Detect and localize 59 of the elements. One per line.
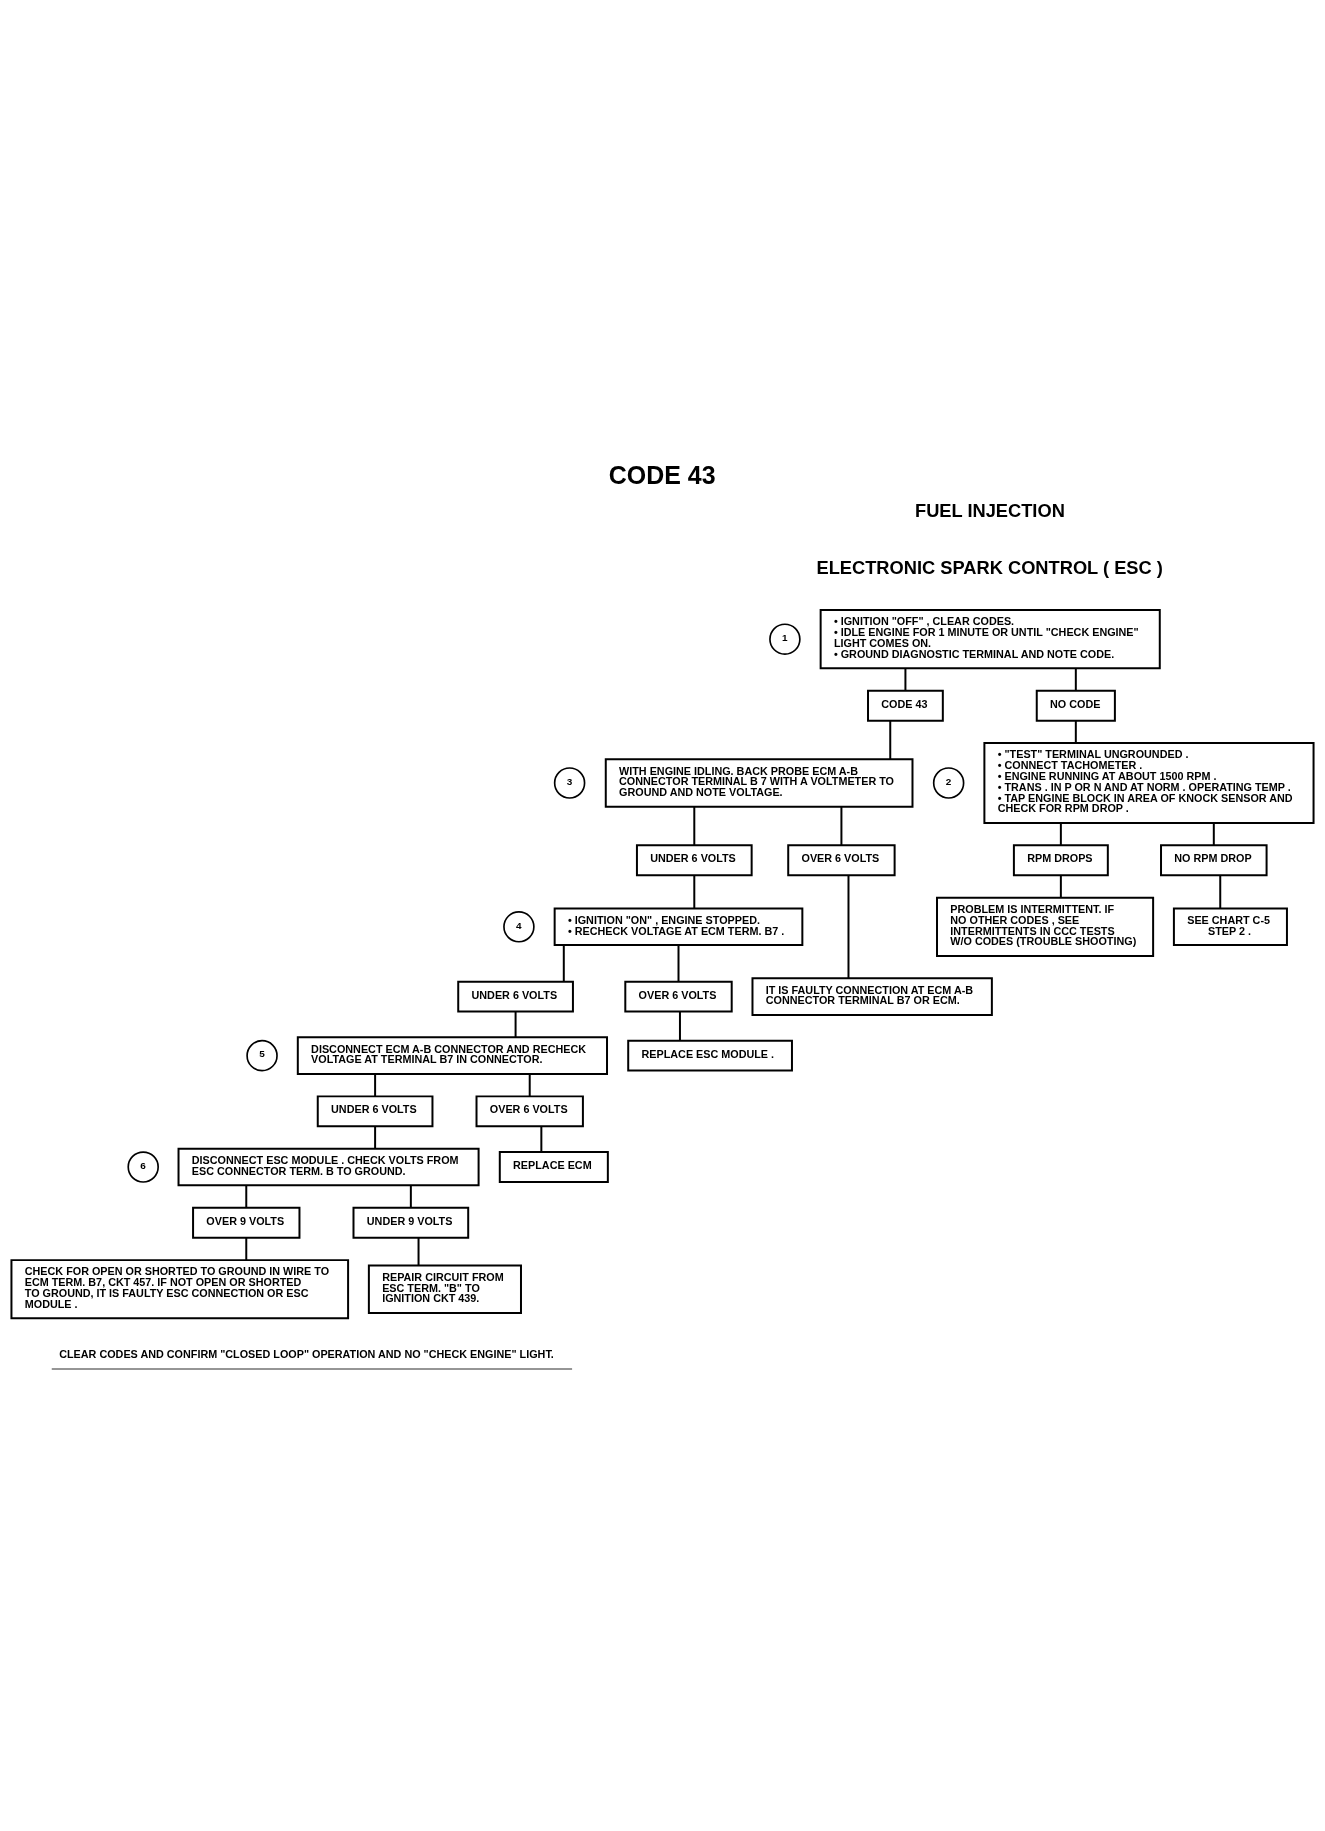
connector [904, 667, 907, 692]
node-box: UNDER 9 VOLTS [352, 1206, 470, 1239]
node-box: SEE CHART C-5 STEP 2 . [1172, 907, 1288, 946]
node-box: DISCONNECT ESC MODULE . CHECK VOLTS FROM ESC CONNECTOR TERM. B TO GROUND. [177, 1147, 480, 1186]
connector [374, 1072, 377, 1097]
node-box: OVER 6 VOLTS [787, 843, 896, 876]
node-label: 1 [781, 631, 788, 643]
label: FUEL INJECTION [914, 499, 1065, 521]
node-box: IT IS FAULTY CONNECTION AT ECM A-B CONNECTOR TERMINAL B7 OR ECM. [751, 976, 993, 1016]
connector [889, 719, 892, 760]
node-box: OVER 6 VOLTS [624, 980, 733, 1013]
node-box: RPM DROPS [1012, 843, 1109, 876]
node-label: 4 [516, 919, 522, 931]
connector [693, 873, 696, 909]
connector [1074, 667, 1077, 692]
node-box: REPLACE ESC MODULE . [627, 1039, 793, 1072]
node-box: CHECK FOR OPEN OR SHORTED TO GROUND IN WIRE TO ECM TERM. B7, CKT 457. IF NOT OPEN OR SHORTED TO GROUND, IT IS FAULTY ESC CONNECTION OR ESC MODULE . [10, 1258, 350, 1319]
node-box: UNDER 6 VOLTS [635, 843, 753, 876]
connector [528, 1072, 531, 1097]
node-label: 3 [566, 775, 573, 787]
node-box: UNDER 6 VOLTS [316, 1094, 434, 1127]
node-box: • IGNITION "ON" , ENGINE STOPPED. • RECHECK VOLTAGE AT ECM TERM. B7 . [553, 907, 804, 946]
node-label: 2 [945, 775, 952, 787]
connector [847, 873, 850, 979]
node-box: UNDER 6 VOLTS [457, 980, 574, 1013]
node-box: REPLACE ECM [498, 1150, 609, 1183]
label: ELECTRONIC SPARK CONTROL ( ESC ) [816, 556, 1163, 578]
connector [1212, 821, 1215, 846]
node-box: DISCONNECT ECM A-B CONNECTOR AND RECHECK VOLTAGE AT TERMINAL B7 IN CONNECTOR. [296, 1035, 608, 1075]
connector [245, 1184, 248, 1208]
node-box: REPAIR CIRCUIT FROM ESC TERM. "B" TO IGNITION CKT 439. [367, 1264, 522, 1314]
node-label: 5 [259, 1047, 265, 1059]
connector [540, 1125, 543, 1153]
connector [374, 1125, 377, 1150]
node-label: 6 [140, 1159, 146, 1171]
label: CLEAR CODES AND CONFIRM "CLOSED LOOP" OPERATION AND NO "CHECK ENGINE" LIGHT. [59, 1347, 554, 1360]
connector [245, 1236, 248, 1261]
node-box: CODE 43 [867, 689, 944, 722]
connector [678, 1010, 681, 1041]
connector [562, 943, 565, 982]
node-box: OVER 9 VOLTS [192, 1206, 301, 1239]
node-box: NO RPM DROP [1160, 843, 1268, 876]
connector [693, 805, 696, 846]
connector [514, 1010, 517, 1038]
connector [409, 1184, 412, 1208]
connector [1219, 873, 1222, 909]
node-box: NO CODE [1035, 689, 1116, 722]
diagram-title: CODE 43 [608, 460, 716, 489]
node-box: PROBLEM IS INTERMITTENT. IF NO OTHER CODES , SEE INTERMITTENTS IN CCC TESTS W/O CODES (TROUBLE SHOOTING) [936, 896, 1155, 957]
connector [840, 805, 843, 846]
connector [677, 943, 680, 982]
connector [1059, 821, 1062, 846]
connector [1059, 873, 1062, 899]
connector [1074, 719, 1077, 744]
node-box: • "TEST" TERMINAL UNGROUNDED . • CONNECT TACHOMETER . • ENGINE RUNNING AT ABOUT 1500 RPM . • TRANS . IN P OR N AND AT NORM . OPERATING TEMP . • TAP ENGINE BLOCK IN AREA OF KNOCK SENSOR AND CHECK FOR RPM DROP . [983, 741, 1315, 824]
node-box: • IGNITION "OFF" , CLEAR CODES. • IDLE ENGINE FOR 1 MINUTE OR UNTIL "CHECK ENGINE" LIGHT COMES ON. • GROUND DIAGNOSTIC TERMINAL AND NOTE CODE. [819, 608, 1161, 669]
connector [417, 1236, 420, 1266]
node-box: OVER 6 VOLTS [475, 1094, 584, 1127]
node-box: WITH ENGINE IDLING. BACK PROBE ECM A-B CONNECTOR TERMINAL B 7 WITH A VOLTMETER TO GROUND AND NOTE VOLTAGE. [604, 757, 914, 808]
